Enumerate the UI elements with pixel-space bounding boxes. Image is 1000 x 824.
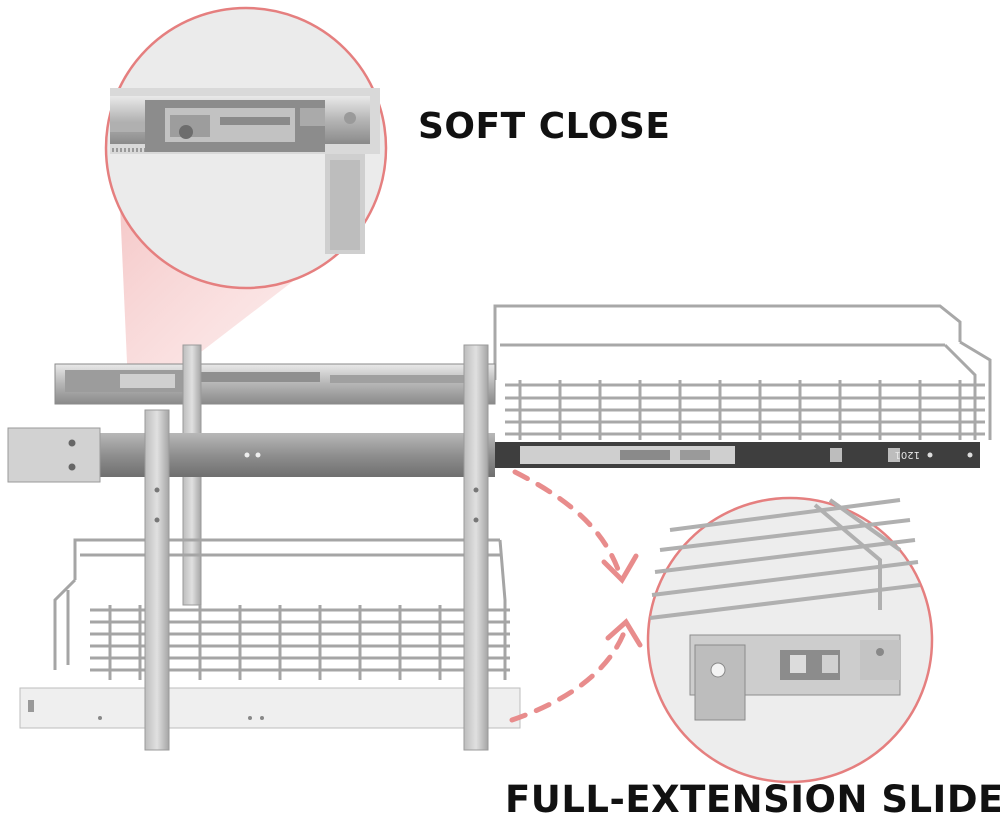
upper-slide-rail [54, 363, 496, 405]
lower-wire-basket [53, 538, 510, 680]
left-front-upright [144, 409, 170, 751]
full-extension-slides-caption: FULL-EXTENSION SLIDES [505, 778, 1000, 821]
soft-close-caption: SOFT CLOSE [418, 106, 671, 147]
cabinet-cross-beam [7, 427, 495, 483]
lower-slide-base [19, 687, 521, 729]
right-front-upright [463, 344, 489, 751]
callout-arrows [509, 469, 643, 723]
upper-wire-basket [493, 304, 992, 440]
extended-slide-rail: 1201 [495, 442, 980, 468]
slide-detail-zoom-circle [646, 496, 934, 784]
rail-stamp: 1201 [895, 449, 920, 460]
soft-close-zoom-circle [104, 6, 388, 290]
